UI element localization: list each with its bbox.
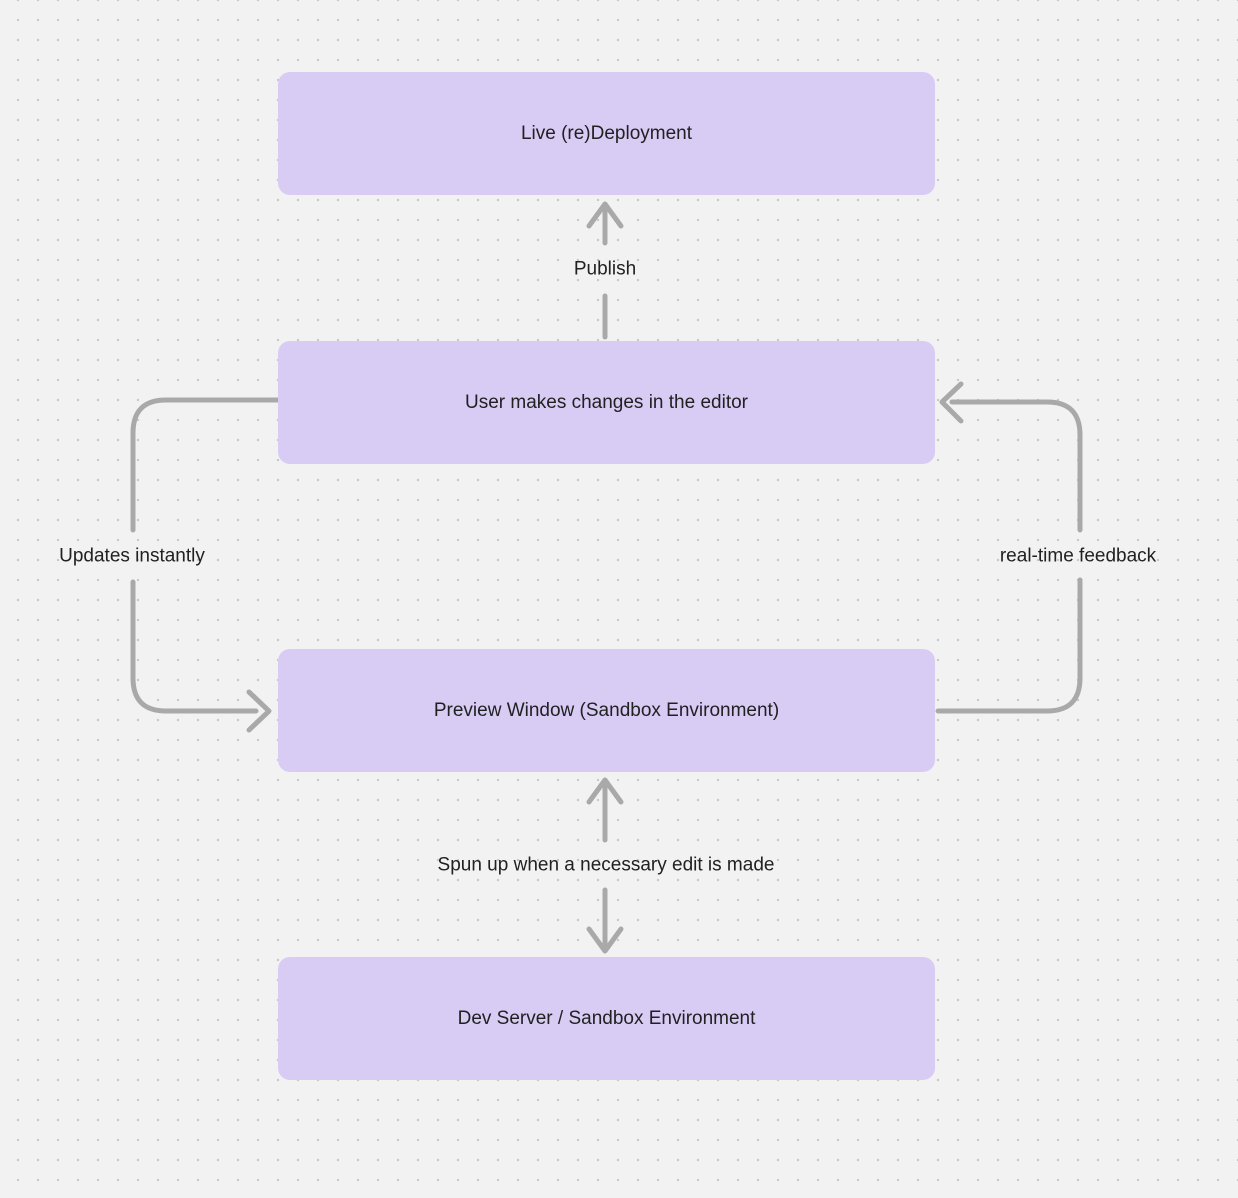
- edge-label-spun-up[interactable]: Spun up when a necessary edit is made: [437, 854, 775, 876]
- node-preview-window[interactable]: Preview Window (Sandbox Environment): [278, 649, 935, 772]
- node-live-redeployment[interactable]: Live (re)Deployment: [278, 72, 935, 195]
- edge-real-time-feedback[interactable]: [935, 381, 1083, 714]
- edge-label-publish[interactable]: Publish: [573, 258, 637, 280]
- arrowhead-up-icon: [586, 201, 624, 229]
- node-label: User makes changes in the editor: [464, 391, 749, 413]
- edge-updates-segment-lower: [130, 579, 259, 714]
- edge-feedback-segment-upper: [949, 399, 1083, 533]
- arrowhead-down-icon: [586, 926, 624, 954]
- node-label: Preview Window (Sandbox Environment): [433, 699, 780, 721]
- edge-updates-instantly[interactable]: [130, 397, 281, 733]
- node-label: Live (re)Deployment: [520, 122, 693, 144]
- edge-publish[interactable]: [586, 201, 624, 340]
- edge-feedback-segment-lower: [935, 577, 1083, 714]
- arrowhead-up-icon: [586, 777, 624, 805]
- node-label: Dev Server / Sandbox Environment: [457, 1007, 756, 1029]
- edge-label-updates-instantly[interactable]: Updates instantly: [59, 545, 205, 567]
- edge-label-real-time-feedback[interactable]: real-time feedback: [999, 545, 1157, 567]
- edge-updates-segment-upper: [130, 397, 281, 533]
- edge-spun-up[interactable]: [586, 777, 624, 954]
- arrowhead-right-icon: [246, 689, 272, 733]
- node-dev-server[interactable]: Dev Server / Sandbox Environment: [278, 957, 935, 1080]
- arrowhead-left-icon: [939, 381, 964, 424]
- node-user-changes[interactable]: User makes changes in the editor: [278, 341, 935, 464]
